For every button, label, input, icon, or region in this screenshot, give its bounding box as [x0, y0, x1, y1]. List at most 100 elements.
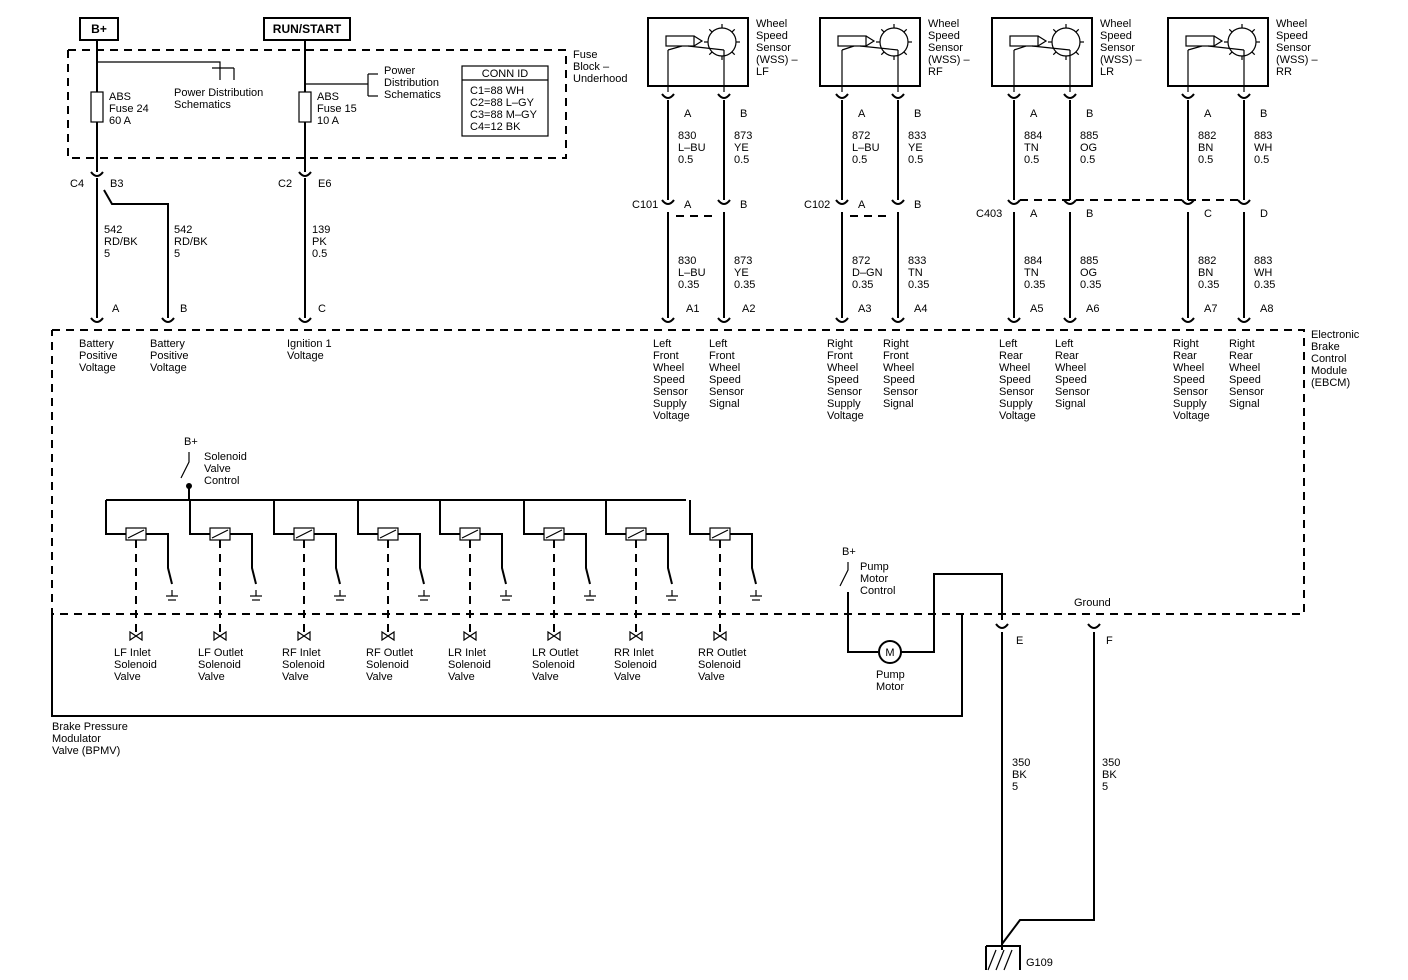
inline-connector-terminal [661, 199, 675, 205]
b3-label: B3 [110, 178, 123, 190]
wss-lower-wire-label: 833 [908, 255, 926, 267]
wss-terminal-a [1181, 93, 1195, 99]
wss-upper-wire-label: 873 [734, 130, 752, 142]
wss-internal-lead [1013, 45, 1027, 51]
solenoid-return-lead [146, 533, 173, 585]
c403-pin-a: A [1030, 208, 1038, 220]
wss-tone-tooth-icon [1251, 28, 1256, 33]
ebcm-pin-label: A7 [1204, 303, 1217, 315]
wss-pickup-icon [1213, 35, 1224, 47]
inline-connector-terminal [1007, 199, 1021, 205]
run-start-label: RUN/START [273, 22, 342, 36]
wire-542-b-label: 5 [174, 248, 180, 260]
ebcm-pin-function-label: Speed [709, 374, 741, 386]
wss-label: LF [756, 66, 769, 78]
wss-tone-tooth-icon [708, 28, 713, 33]
solenoid-valve-label: Solenoid [366, 659, 409, 671]
wss-upper-wire-label: 830 [678, 130, 696, 142]
wire-139-label: 139 [312, 224, 330, 236]
ebcm-pin-function-label: Signal [709, 398, 740, 410]
wss-pin-b-label: B [1260, 108, 1267, 120]
solenoid-bplus-label: B+ [184, 436, 198, 448]
c4-b3-terminal [90, 171, 104, 177]
solenoid-coil-slash [127, 529, 145, 539]
wss-terminal-a [835, 93, 849, 99]
wss-upper-wire-label: L–BU [852, 142, 880, 154]
solenoid-valve-icon [297, 630, 311, 642]
wss-label: Speed [756, 30, 788, 42]
wss-label: (WSS) – [756, 54, 798, 66]
wss-pin-a-label: A [684, 108, 692, 120]
wss-lower-wire-label: TN [908, 267, 923, 279]
wss-label: Sensor [1100, 42, 1135, 54]
wss-lower-wire-label: D–GN [852, 267, 883, 279]
wss-internal-lead [859, 45, 899, 51]
ebcm-pin-function-label: Wheel [883, 362, 914, 374]
ebcm-pin-terminal [161, 317, 175, 323]
g109-ground-hatch [1003, 949, 1013, 971]
wss-box [647, 17, 749, 87]
solenoid-valve-label: Valve [532, 671, 559, 683]
solenoid-valve-label: LR Outlet [532, 647, 578, 659]
ebcm-pin-function-label: Right [1173, 338, 1199, 350]
solenoid-valve-label: Solenoid [282, 659, 325, 671]
ebcm-pin-function-label: Right [883, 338, 909, 350]
wss-lower-wire-label: 0.35 [852, 279, 873, 291]
ground-pin-e-label: E [1016, 635, 1023, 647]
wss-upper-wire-label: 0.5 [1080, 154, 1095, 166]
c403-pin-c: C [1204, 208, 1212, 220]
ebcm-pin-function-label: Voltage [653, 410, 690, 422]
ebcm-pin-function-label: Right [1229, 338, 1255, 350]
solenoid-valve-label: RR Inlet [614, 647, 654, 659]
ebcm-pin-function-label: Sensor [1229, 386, 1264, 398]
power-distribution-2-label: Distribution [384, 77, 439, 89]
ebcm-pin-function-label: Sensor [1055, 386, 1090, 398]
solenoid-coil-slash [545, 529, 563, 539]
ebcm-pin-function-label: Sensor [709, 386, 744, 398]
wss-label: RF [928, 66, 943, 78]
solenoid-valve-label: Valve [114, 671, 141, 683]
ebcm-pin-function-label: Rear [1173, 350, 1197, 362]
solenoid-valve-label: Valve [614, 671, 641, 683]
ebcm-pin-function-label: Speed [999, 374, 1031, 386]
wss-pin-b-label: B [914, 108, 921, 120]
wss-pickup-icon [865, 35, 876, 47]
wss-upper-wire-label: 872 [852, 130, 870, 142]
ebcm-pin-function-label: Speed [1055, 374, 1087, 386]
wss-internal-lead [687, 45, 725, 51]
solenoid-coil-slash [379, 529, 397, 539]
conn-id-row: C4=12 BK [470, 121, 521, 133]
wss-upper-wire-label: 0.5 [678, 154, 693, 166]
ebcm-pin-function-label: Wheel [653, 362, 684, 374]
wss-tone-ring-icon [879, 27, 909, 57]
wss-upper-wire-label: 0.5 [1024, 154, 1039, 166]
pump-motor-return [901, 573, 1003, 653]
ebcm-pin-label: B [180, 303, 187, 315]
wss-internal-lead [841, 45, 855, 51]
solenoid-valve-label: LR Inlet [448, 647, 486, 659]
ebcm-pin-label: A6 [1086, 303, 1099, 315]
wss-upper-wire-label: 0.5 [852, 154, 867, 166]
wss-internal-lead [1207, 45, 1245, 51]
wss-lower-wire-label: L–BU [678, 267, 706, 279]
power-distribution-label: Power Distribution [174, 87, 263, 99]
wss-label: (WSS) – [1100, 54, 1142, 66]
ebcm-pin-function-label: Voltage [150, 362, 187, 374]
ebcm-pin-function-label: Voltage [827, 410, 864, 422]
bpmv-label: Modulator [52, 733, 101, 745]
bpmv-label: Valve (BPMV) [52, 745, 120, 757]
power-distribution-2-label: Power [384, 65, 416, 77]
wss-upper-wire-label: 885 [1080, 130, 1098, 142]
ebcm-label: (EBCM) [1311, 377, 1350, 389]
wss-pin-a-label: A [858, 108, 866, 120]
wss-lower-wire-label: 885 [1080, 255, 1098, 267]
ebcm-pin-function-label: Speed [653, 374, 685, 386]
wss-lower-wire-label: YE [734, 267, 749, 279]
c403-label: C403 [976, 208, 1002, 220]
ground-wire-f-label: BK [1102, 769, 1117, 781]
wss-lower-wire-label: TN [1024, 267, 1039, 279]
ebcm-pin-function-label: Wheel [1229, 362, 1260, 374]
ebcm-label: Brake [1311, 341, 1340, 353]
ebcm-pin-function-label: Sensor [827, 386, 862, 398]
